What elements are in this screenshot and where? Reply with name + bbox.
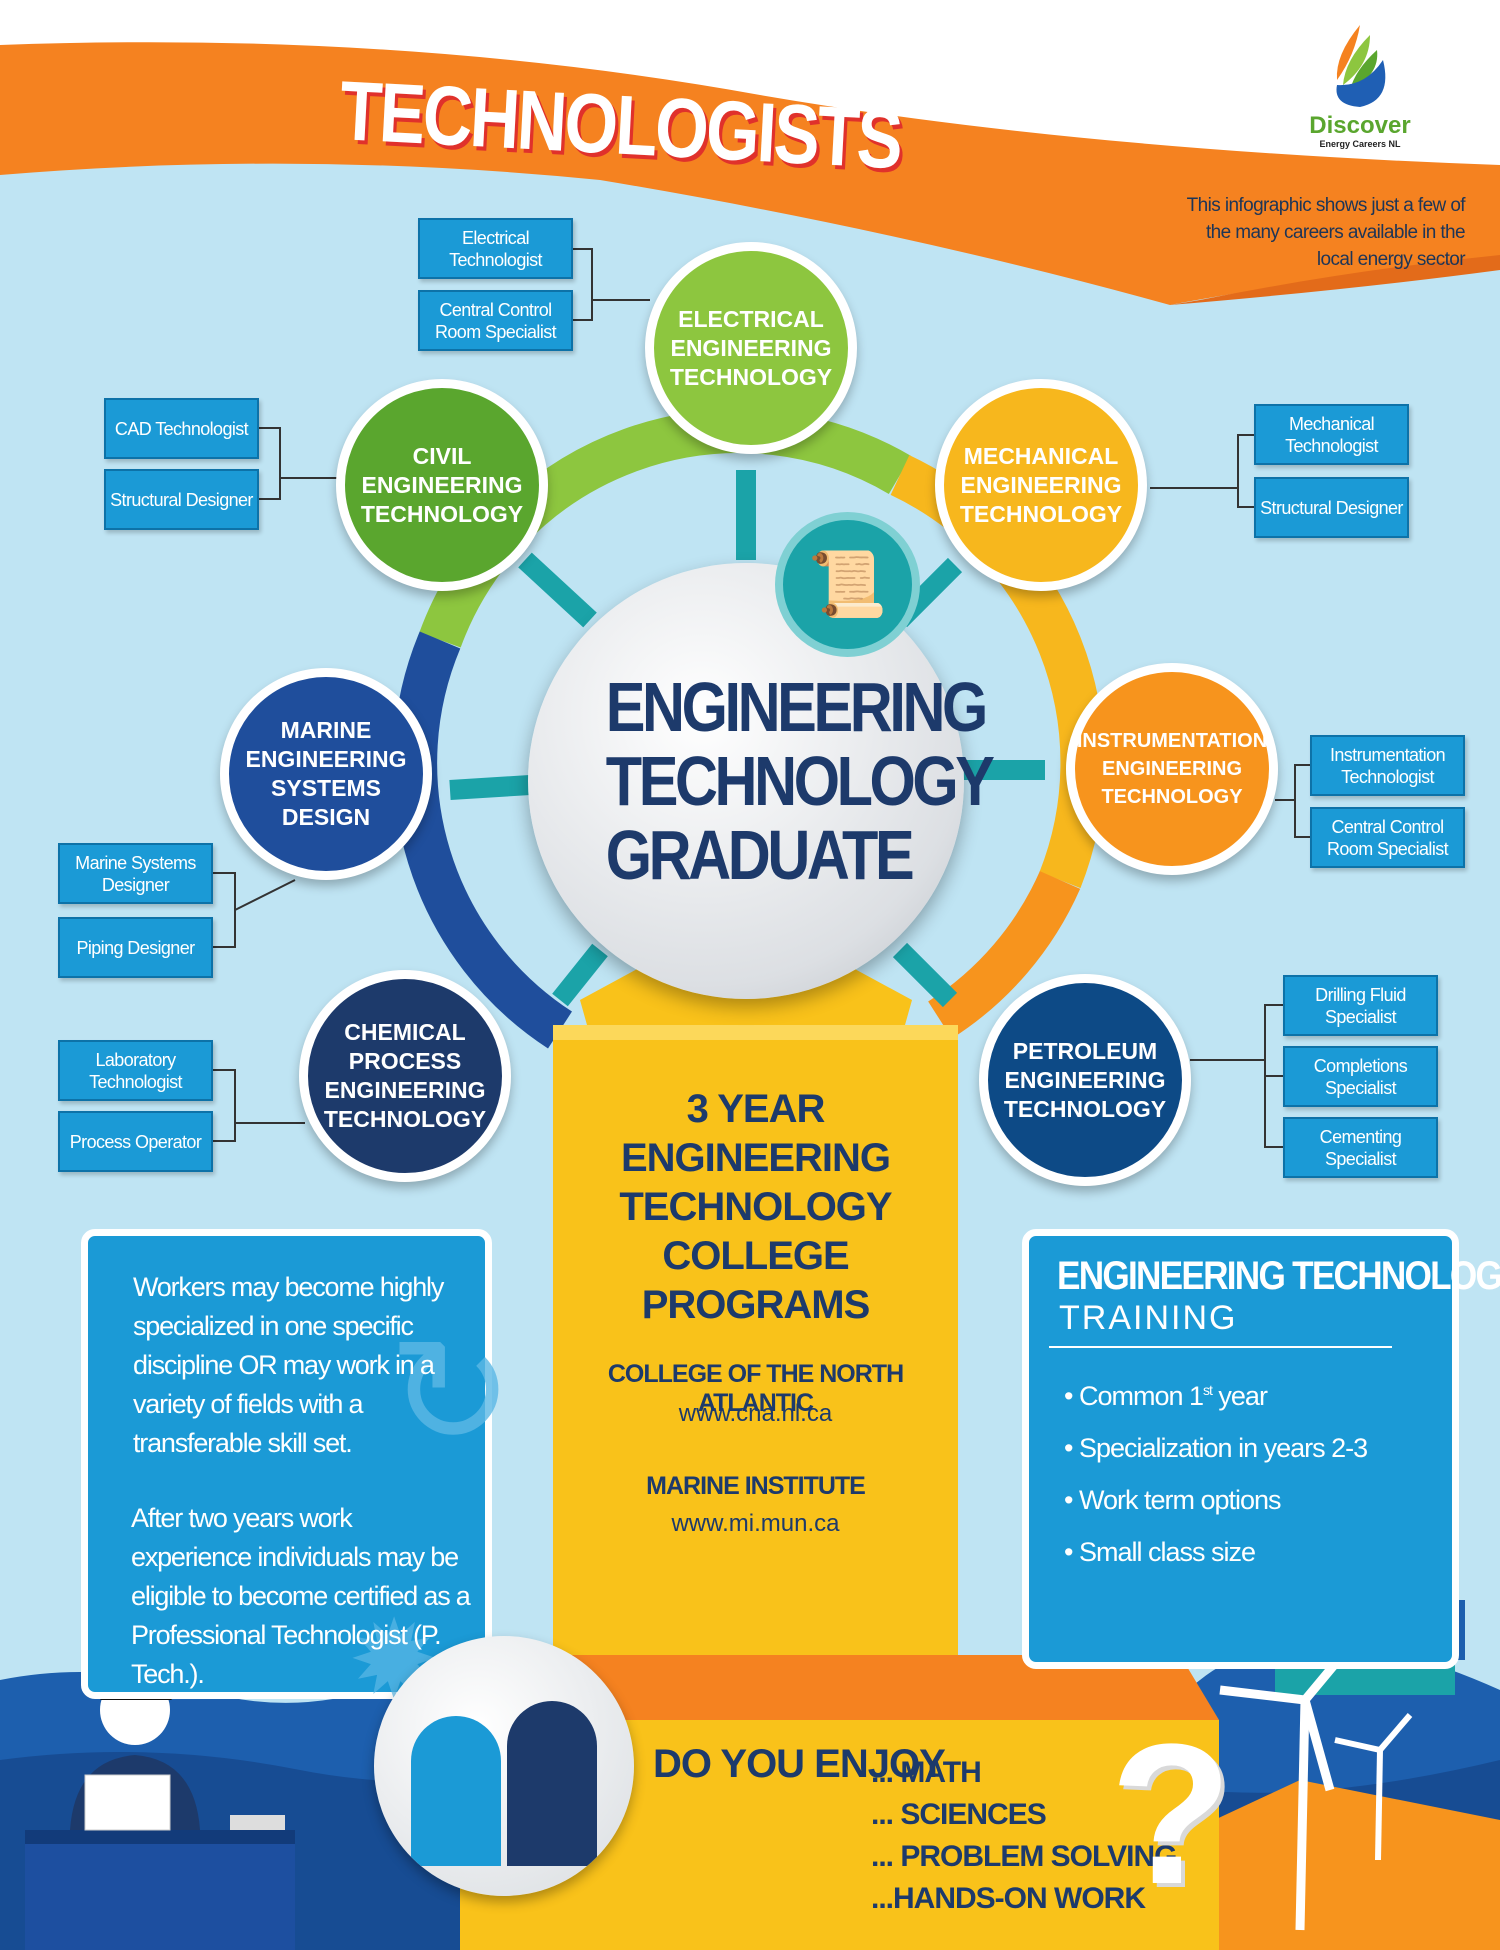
training-bullet: • Work term options	[1064, 1485, 1282, 1515]
career-laboratory-technologist: Laboratory Technologist	[58, 1040, 213, 1101]
career-instrumentation-technologist: Instrumentation Technologist	[1310, 735, 1465, 796]
discipline-mechanical: MECHANICAL ENGINEERING TECHNOLOGY	[935, 379, 1147, 591]
college-mi-url[interactable]: www.mi.mun.ca	[671, 1510, 840, 1537]
program-column	[553, 910, 958, 1660]
discipline-instrumentation: INSTRUMENTATION ENGINEERING TECHNOLOGY	[1066, 663, 1278, 875]
enjoy-item: ... PROBLEM SOLVING	[871, 1840, 1177, 1873]
training-panel: ENGINEERING TECHNOLOGY TRAINING • Common…	[1022, 1229, 1500, 1669]
center-title: ENGINEERING TECHNOLOGY GRADUATE	[605, 668, 995, 894]
career-mechanical-technologist: Mechanical Technologist	[1254, 404, 1409, 465]
career-cementing-specialist: Cementing Specialist	[1283, 1117, 1438, 1178]
career-central-control-room-specialist: Central Control Room Specialist	[1310, 807, 1465, 868]
career-marine-systems-designer: Marine Systems Designer	[58, 843, 213, 904]
specialization-text: Workers may become highly specialized in…	[133, 1272, 444, 1458]
program-heading: 3 YEAR ENGINEERING TECHNOLOGY COLLEGE PR…	[553, 1085, 958, 1330]
training-bullet: • Specialization in years 2-3	[1064, 1433, 1368, 1463]
intro-text: This infographic shows just a few of the…	[1186, 195, 1466, 270]
career-process-operator: Process Operator	[58, 1111, 213, 1172]
career-structural-designer: Structural Designer	[1254, 477, 1409, 538]
divider	[1049, 1346, 1392, 1348]
college-cna-name: COLLEGE OF THE NORTH ATLANTIC	[607, 1360, 904, 1417]
enjoy-list: ... MATH ... SCIENCES ... PROBLEM SOLVIN…	[871, 1752, 1177, 1920]
discipline-petroleum: PETROLEUM ENGINEERING TECHNOLOGY	[979, 974, 1191, 1186]
career-piping-designer: Piping Designer	[58, 917, 213, 978]
connector-lines	[213, 248, 1310, 1148]
logo-name: Discover	[1309, 112, 1411, 139]
career-completions-specialist: Completions Specialist	[1283, 1046, 1438, 1107]
career-central-control-room-specialist: Central Control Room Specialist	[418, 290, 573, 351]
enjoy-label: DO YOU ENJOY	[653, 1742, 946, 1786]
training-title: ENGINEERING TECHNOLOGY	[1057, 1254, 1500, 1298]
cycle-arrows-icon: ↻	[388, 1308, 514, 1476]
program-line: TECHNOLOGY	[619, 1185, 892, 1229]
left-info-panel: ↻ ✹ Workers may become highly specialize…	[81, 1229, 514, 1722]
training-bullet: • Small class size	[1064, 1537, 1256, 1567]
program-line: 3 YEAR	[686, 1087, 826, 1131]
center-graduate: ENGINEERING TECHNOLOGY GRADUATE	[528, 563, 995, 999]
header-banner	[0, 42, 1500, 305]
certificate-icon: 📜	[775, 512, 920, 657]
discipline-civil: CIVIL ENGINEERING TECHNOLOGY	[336, 379, 548, 591]
program-line: ENGINEERING	[620, 1136, 891, 1180]
training-subtitle: TRAINING	[1059, 1299, 1238, 1337]
discipline-electrical: ELECTRICAL ENGINEERING TECHNOLOGY	[645, 242, 857, 454]
students-icon	[374, 1636, 634, 1896]
discipline-chemical: CHEMICAL PROCESS ENGINEERING TECHNOLOGY	[299, 970, 511, 1182]
career-drilling-fluid-specialist: Drilling Fluid Specialist	[1283, 975, 1438, 1036]
certification-text: After two years work experience individu…	[131, 1503, 471, 1689]
discipline-marine: MARINE ENGINEERING SYSTEMS DESIGN	[220, 668, 432, 880]
college-mi-name: MARINE INSTITUTE	[646, 1472, 866, 1500]
career-cad-technologist: CAD Technologist	[104, 398, 259, 459]
enjoy-item: ... SCIENCES	[871, 1798, 1047, 1831]
training-list: • Common 1st year • Specialization in ye…	[1064, 1364, 1452, 1578]
enjoy-item: ...HANDS-ON WORK	[871, 1882, 1146, 1915]
college-cna-url[interactable]: www.cna.nl.ca	[678, 1400, 833, 1427]
discover-logo-icon	[1336, 25, 1386, 107]
question-mark-icon: ?	[1110, 1703, 1233, 1926]
career-electrical-technologist: Electrical Technologist	[418, 218, 573, 279]
training-bullet: • Common 1st year	[1064, 1381, 1268, 1411]
career-structural-designer: Structural Designer	[104, 469, 259, 530]
program-line: COLLEGE PROGRAMS	[641, 1234, 871, 1327]
logo-tagline: Energy Careers NL	[1319, 139, 1401, 149]
enjoy-item: ... MATH	[871, 1756, 982, 1789]
ring-spokes	[449, 470, 1045, 1008]
